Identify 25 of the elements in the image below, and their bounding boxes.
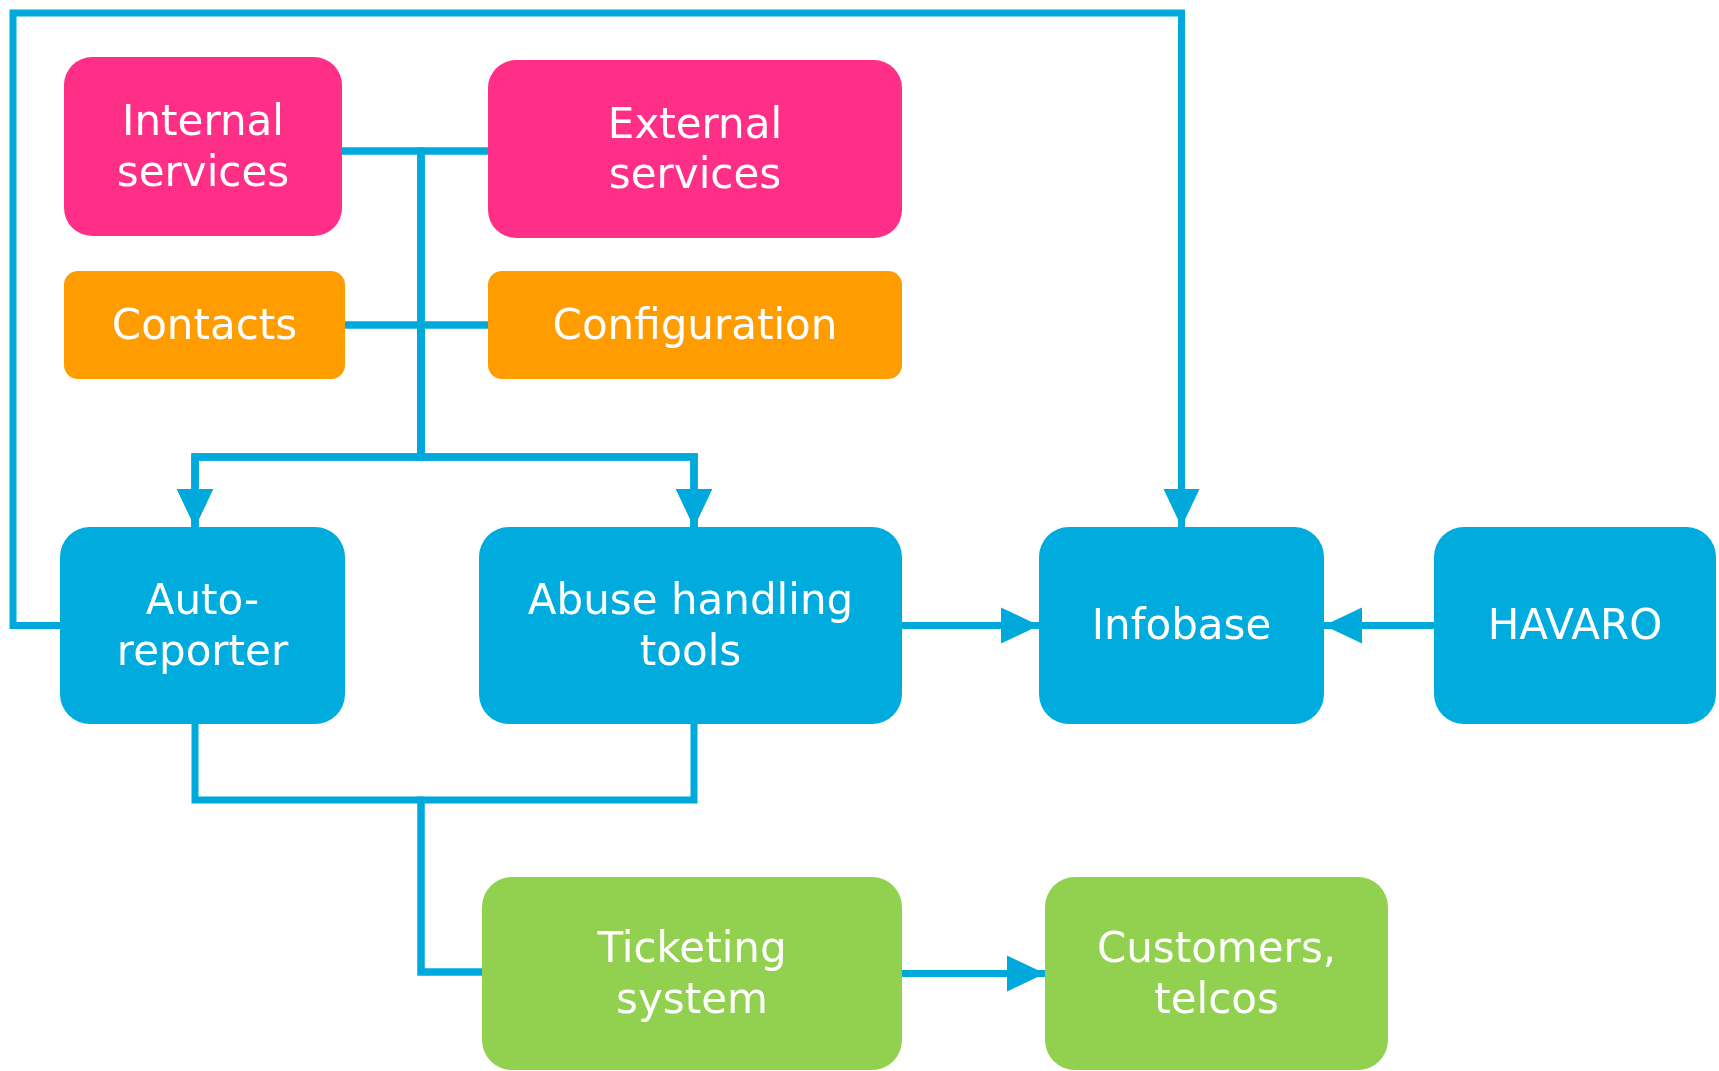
process-box [1039,527,1324,724]
connector-arrow [902,955,1045,992]
process-box [479,527,902,724]
connector-arrow [1324,607,1434,644]
connector-arrow [9,9,1200,629]
process-box [64,57,342,236]
box-label: HAVARO [1487,600,1663,651]
box-label: Abuse handling tools [526,575,855,676]
process-box [482,877,902,1070]
box-label: Contacts [111,299,298,351]
box-label: External services [606,98,784,200]
process-box [60,527,345,724]
box-label: Infobase [1091,600,1272,651]
process-box [488,271,902,379]
process-box [1434,527,1716,724]
box-label: Internal services [115,96,291,197]
box-label: Configuration [552,299,838,351]
box-label: Customers, telcos [1095,923,1338,1024]
process-box [1045,877,1388,1070]
process-box [64,271,345,379]
connector-arrow [417,321,712,527]
box-label: Auto-reporter [115,575,290,676]
connector-arrow [902,607,1039,644]
box-label: Ticketing system [596,923,788,1024]
process-box [488,60,902,238]
